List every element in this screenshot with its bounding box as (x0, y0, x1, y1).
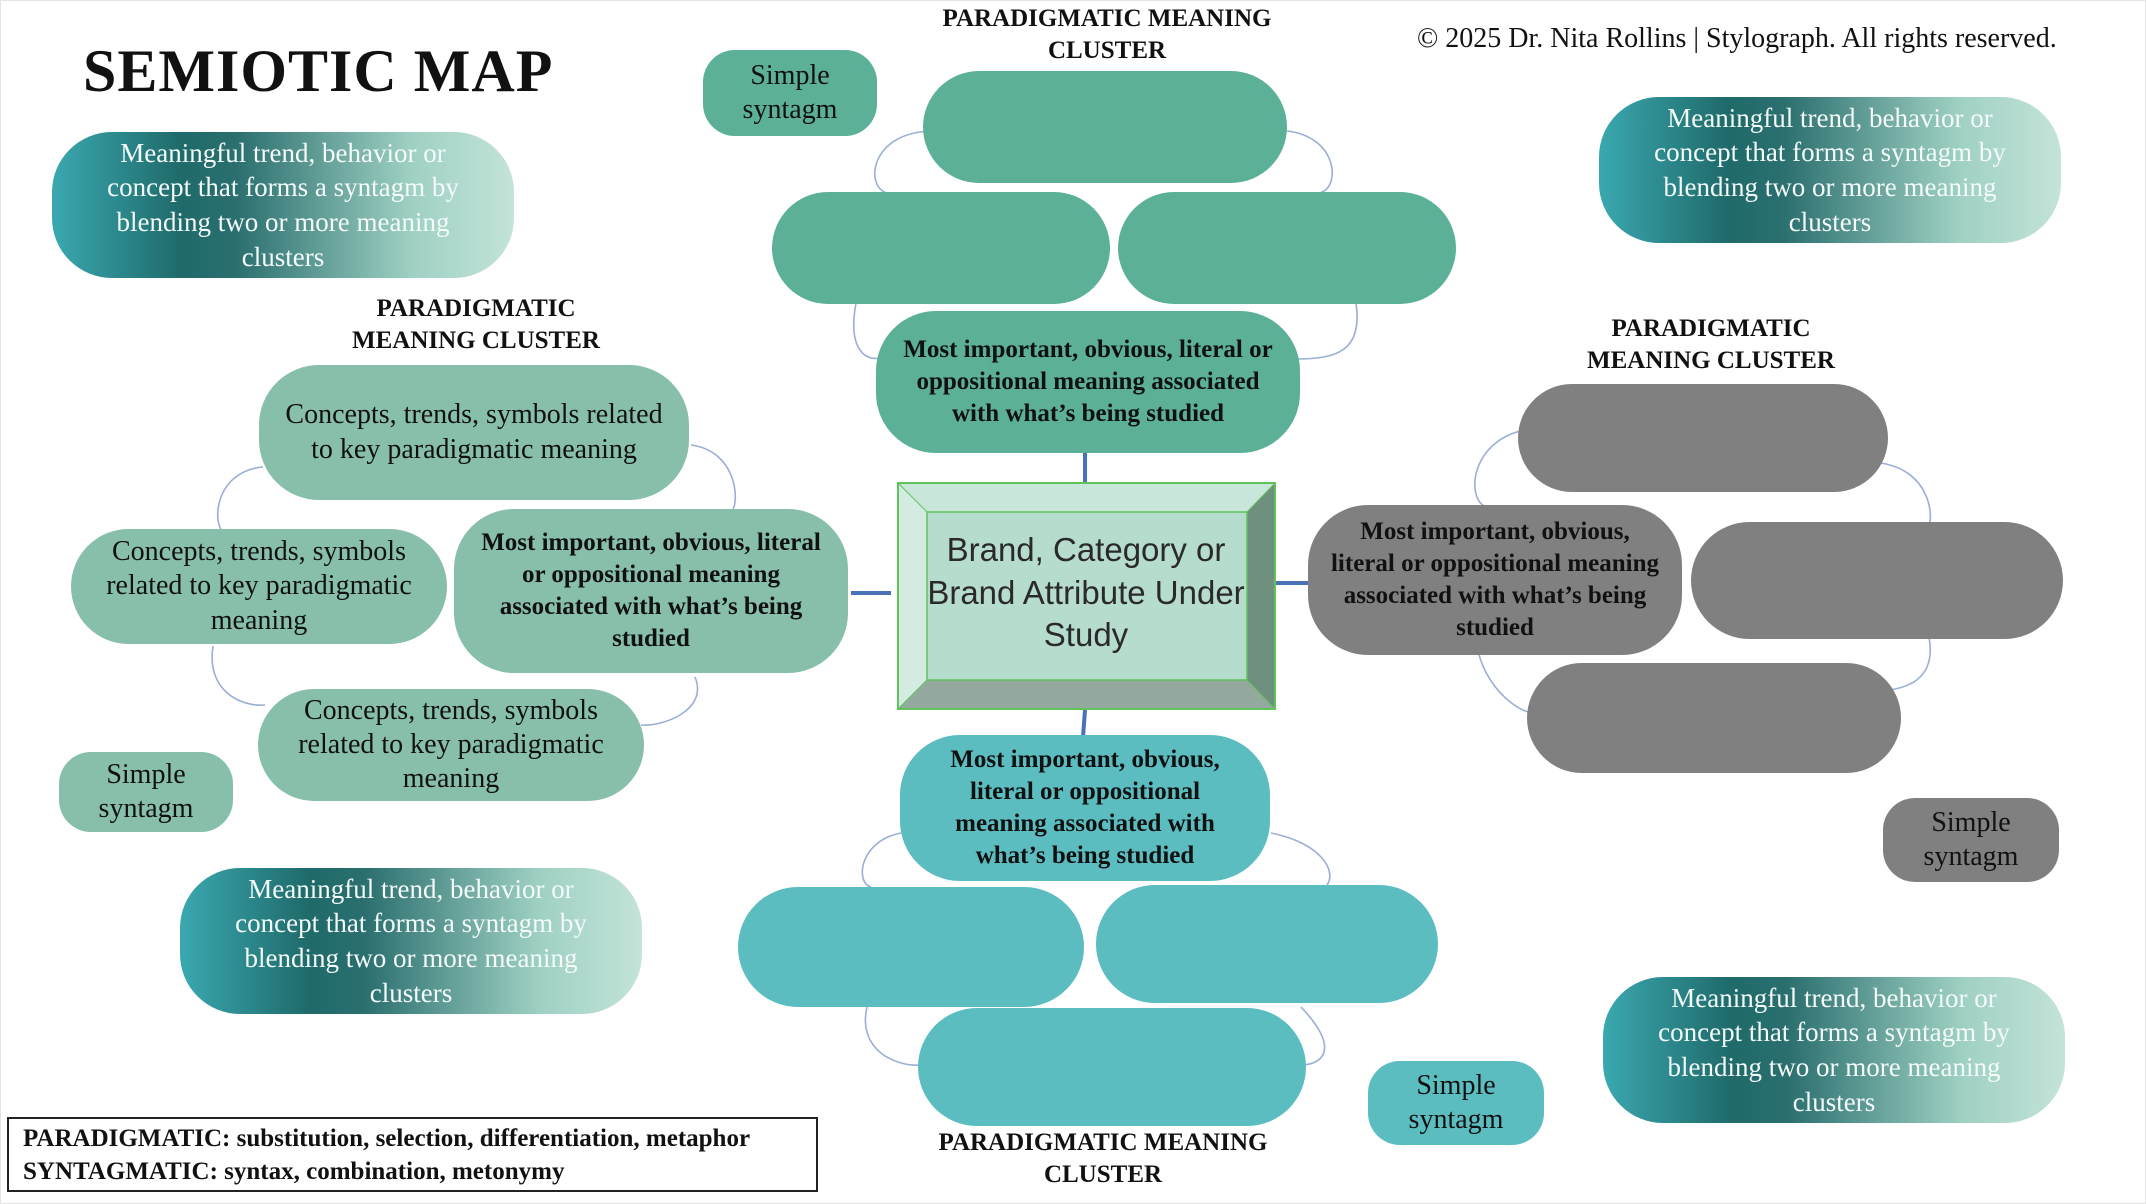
top-concept-1 (923, 71, 1287, 183)
page-title: SEMIOTIC MAP (83, 38, 554, 104)
legend-box: PARADIGMATIC: substitution, selection, d… (7, 1117, 818, 1192)
syntagm-bottom-right: Meaningful trend, behavior or concept th… (1603, 977, 2065, 1123)
bottom-concept-3 (918, 1008, 1306, 1126)
bottom-concept-1 (738, 887, 1084, 1007)
syntagm-bottom-left: Meaningful trend, behavior or concept th… (180, 868, 642, 1014)
left-cluster-label: PARADIGMATIC MEANING CLUSTER (352, 295, 600, 354)
copyright-notice: © 2025 Dr. Nita Rollins | Stylograph. Al… (1417, 23, 2057, 54)
syntagm-top-left: Meaningful trend, behavior or concept th… (52, 132, 514, 278)
top-cluster-label: PARADIGMATIC MEANING CLUSTER (942, 5, 1272, 64)
right-cluster-label: PARADIGMATIC MEANING CLUSTER (1587, 315, 1835, 374)
bottom-concept-2 (1096, 885, 1438, 1003)
top-concept-3 (1118, 192, 1456, 304)
left-concept-2: Concepts, trends, symbols related to key… (71, 529, 447, 644)
top-concept-2 (772, 192, 1110, 304)
left-core-meaning: Most important, obvious, literal or oppo… (454, 509, 848, 673)
right-concept-3 (1527, 663, 1901, 773)
left-concept-3: Concepts, trends, symbols related to key… (258, 689, 644, 801)
bottom-core-meaning: Most important, obvious, literal or oppo… (900, 735, 1270, 881)
legend-syntagmatic: SYNTAGMATIC: syntax, combination, metony… (23, 1157, 565, 1185)
right-concept-2 (1691, 522, 2063, 639)
simple-syntagm-top: Simple syntagm (703, 50, 877, 136)
legend-paradigmatic: PARADIGMATIC: substitution, selection, d… (23, 1125, 751, 1152)
right-concept-1 (1518, 384, 1888, 492)
simple-syntagm-right: Simple syntagm (1883, 798, 2059, 882)
simple-syntagm-left: Simple syntagm (59, 752, 233, 832)
right-core-meaning: Most important, obvious, literal or oppo… (1308, 505, 1682, 655)
syntagm-top-right: Meaningful trend, behavior or concept th… (1599, 97, 2061, 243)
simple-syntagm-bottom: Simple syntagm (1368, 1061, 1544, 1145)
center-beveled-box (897, 482, 1276, 710)
top-core-meaning: Most important, obvious, literal or oppo… (876, 311, 1300, 453)
left-concept-1: Concepts, trends, symbols related to key… (259, 365, 689, 500)
bottom-cluster-label: PARADIGMATIC MEANING CLUSTER (938, 1129, 1268, 1188)
center-subject-text: Brand, Category or Brand Attribute Under… (927, 530, 1245, 654)
